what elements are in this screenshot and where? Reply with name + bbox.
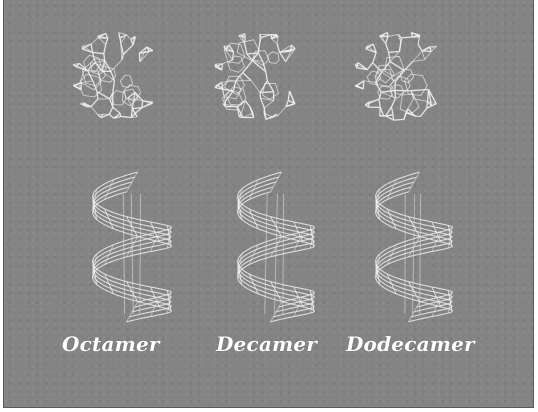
cage-structure-3 — [355, 33, 437, 121]
cage-edge — [246, 101, 251, 107]
cage-edge — [280, 52, 286, 61]
helix-structures-row — [93, 172, 453, 322]
cage-edge — [277, 44, 280, 53]
figure-panel: Octamer Decamer Dodecamer — [4, 0, 533, 407]
cage-edge — [113, 81, 115, 93]
cage-ring — [405, 74, 428, 95]
cage-edge — [401, 37, 412, 38]
cage-edge — [142, 101, 143, 108]
cage-edge — [243, 73, 251, 81]
cage-edge — [111, 60, 122, 72]
cage-structures-row — [73, 33, 437, 121]
cage-edge — [123, 45, 133, 55]
cage-edge — [132, 108, 142, 109]
cage-edge — [91, 38, 98, 44]
cage-edge — [408, 99, 414, 109]
cage-ring — [378, 86, 393, 99]
cage-edge — [261, 35, 271, 38]
cage-edge — [288, 91, 289, 100]
cage-edge — [367, 63, 372, 70]
cage-edge — [388, 34, 398, 36]
cage-edge — [81, 81, 93, 83]
cage-edge — [98, 115, 102, 118]
cage-edge — [113, 107, 120, 113]
helix-structure-2 — [238, 172, 315, 322]
cage-edge — [93, 52, 104, 53]
cage-ring — [268, 52, 279, 64]
cage-edge — [379, 99, 380, 107]
cage-ring — [120, 75, 132, 88]
cage-edge — [404, 113, 406, 120]
cage-edge — [266, 72, 268, 81]
cage-edge — [251, 81, 260, 93]
helix-rung — [127, 302, 138, 322]
helix-structure-1 — [93, 172, 172, 322]
cage-edge — [380, 36, 386, 43]
cage-edge — [386, 43, 389, 52]
cage-edge — [425, 52, 431, 60]
cage-edge — [422, 51, 431, 52]
cage-edge — [91, 107, 98, 115]
cage-edge — [247, 53, 258, 54]
cage-edge — [261, 98, 265, 108]
cage-edge — [98, 114, 103, 115]
cage-edge — [386, 116, 394, 120]
cage-edge — [395, 91, 396, 99]
cage-edge — [126, 35, 131, 40]
cage-ring — [84, 55, 101, 72]
cage-edge — [119, 33, 127, 35]
cage-edge — [267, 81, 273, 92]
cage-edge — [386, 37, 388, 44]
label-dodecamer: Dodecamer — [346, 332, 475, 356]
label-octamer: Octamer — [62, 332, 160, 356]
cage-edge — [106, 38, 108, 44]
cage-edge — [411, 90, 428, 91]
cage-edge — [272, 39, 278, 44]
cage-edge — [422, 51, 425, 60]
helix-rung — [271, 302, 282, 322]
cage-edge — [394, 119, 404, 120]
cage-edge — [109, 114, 114, 118]
cage-edge — [430, 47, 431, 52]
cage-edge — [420, 108, 426, 116]
label-decamer: Decamer — [216, 332, 317, 356]
cage-edge — [93, 52, 96, 62]
helix-axis — [140, 194, 141, 314]
cage-edge — [389, 51, 400, 52]
helix-structure-3 — [376, 172, 453, 322]
cage-edge — [121, 117, 132, 118]
helix-rung — [409, 302, 420, 322]
cage-edge — [245, 43, 247, 54]
cage-edge — [392, 107, 394, 115]
cage-edge — [258, 53, 262, 61]
cage-edge — [91, 99, 98, 107]
cage-edge — [239, 114, 241, 117]
cage-edge — [392, 98, 396, 107]
cage-structure-1 — [73, 33, 153, 119]
cage-edge — [109, 107, 113, 114]
cage-edge — [381, 33, 388, 37]
cage-edge — [264, 101, 273, 109]
cage-ring — [237, 40, 259, 61]
cage-edge — [395, 81, 396, 90]
structure-labels: Octamer Decamer Dodecamer — [4, 332, 533, 372]
cage-edge — [381, 91, 395, 93]
helix-axis — [420, 194, 421, 314]
cage-edge — [233, 81, 235, 91]
cage-structure-2 — [215, 34, 295, 120]
cage-edge — [104, 54, 105, 61]
cage-edge — [278, 107, 286, 116]
cage-edge — [380, 107, 384, 116]
cage-ring — [228, 56, 244, 72]
cage-edge — [260, 92, 274, 93]
cage-edge — [427, 101, 428, 108]
cage-edge — [355, 81, 364, 86]
cage-edge — [277, 37, 278, 44]
cage-edge — [139, 53, 140, 61]
cage-edge — [104, 45, 106, 54]
helix-axis — [283, 194, 284, 314]
cage-ring — [400, 70, 414, 83]
cage-edge — [418, 45, 422, 52]
cage-edge — [373, 53, 377, 63]
